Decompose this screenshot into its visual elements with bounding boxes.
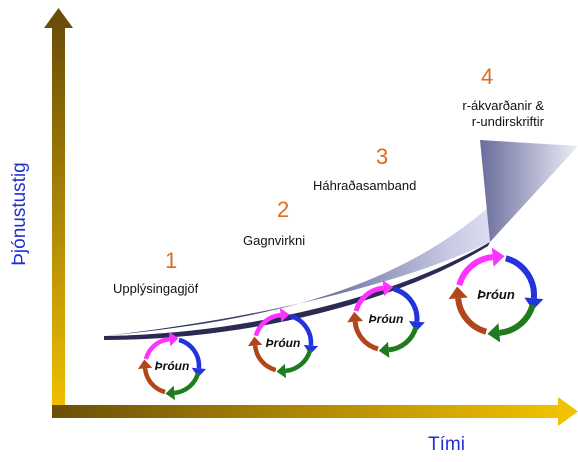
cycle-label: Þróun bbox=[369, 312, 404, 326]
cycle-arc bbox=[393, 286, 420, 322]
cycle-arrowhead bbox=[303, 344, 319, 355]
step-1-label: Upplýsingagjöf bbox=[113, 281, 199, 296]
cycle-arrowhead bbox=[382, 280, 394, 297]
development-cycle: Þróun bbox=[137, 331, 207, 401]
cycle-arrowhead bbox=[448, 286, 468, 300]
cycle-arc bbox=[352, 321, 379, 352]
cycle-arrowhead bbox=[408, 321, 425, 332]
cycle-arc bbox=[353, 285, 384, 312]
growth-arrow bbox=[104, 140, 578, 340]
development-cycle: Þróun bbox=[448, 247, 544, 343]
step-1-number: 1 bbox=[165, 248, 178, 273]
cycle-arrowhead bbox=[191, 367, 207, 378]
x-axis bbox=[52, 397, 578, 426]
cycle-arc bbox=[143, 336, 170, 360]
y-axis bbox=[44, 8, 73, 418]
cycle-arrowhead bbox=[524, 297, 544, 311]
cycle-arrowhead bbox=[137, 359, 153, 369]
cycle-arc bbox=[498, 303, 536, 336]
cycle-arc bbox=[289, 313, 314, 346]
development-cycle: Þróun bbox=[347, 280, 425, 358]
cycle-arrowhead bbox=[276, 363, 287, 379]
cycle-arrowhead bbox=[491, 247, 505, 267]
x-axis-title: Tími bbox=[428, 434, 465, 455]
step-4-label-line-1: r-ákvarðanir & bbox=[462, 98, 544, 113]
step-4-label-line-2: r-undirskriftir bbox=[471, 114, 544, 129]
step-3-label: Háhraðasamband bbox=[313, 178, 417, 193]
cycle-arrowhead bbox=[169, 331, 179, 347]
cycle-arc bbox=[388, 326, 419, 353]
step-2-label: Gagnvirkni bbox=[243, 233, 306, 248]
cycle-arrowhead bbox=[165, 385, 175, 401]
cycle-arc bbox=[455, 297, 488, 335]
cycle-label: Þróun bbox=[266, 336, 301, 350]
cycle-arrowhead bbox=[347, 311, 364, 323]
cycle-arc bbox=[252, 345, 277, 373]
cycle-arrowhead bbox=[247, 336, 263, 347]
step-4-label: r-ákvarðanir & r-undirskriftir bbox=[412, 98, 544, 130]
cycle-arc bbox=[504, 255, 537, 299]
cycle-arc bbox=[253, 312, 281, 337]
cycle-arc bbox=[174, 372, 201, 396]
cycle-label: Þróun bbox=[155, 359, 190, 373]
cycle-arrowhead bbox=[378, 341, 390, 358]
cycle-label: Þróun bbox=[477, 287, 515, 302]
step-3-number: 3 bbox=[376, 144, 389, 169]
y-axis-title: Þjónustustig bbox=[9, 162, 30, 266]
cycle-arc bbox=[178, 337, 202, 369]
cycle-arc bbox=[285, 349, 313, 374]
step-2-number: 2 bbox=[277, 197, 290, 222]
step-4-number: 4 bbox=[481, 64, 494, 89]
development-cycle: Þróun bbox=[247, 307, 319, 379]
cycle-arc bbox=[142, 368, 166, 395]
cycle-arrowhead bbox=[279, 307, 290, 323]
cycle-arrowhead bbox=[487, 323, 501, 343]
cycle-arc bbox=[456, 254, 494, 287]
